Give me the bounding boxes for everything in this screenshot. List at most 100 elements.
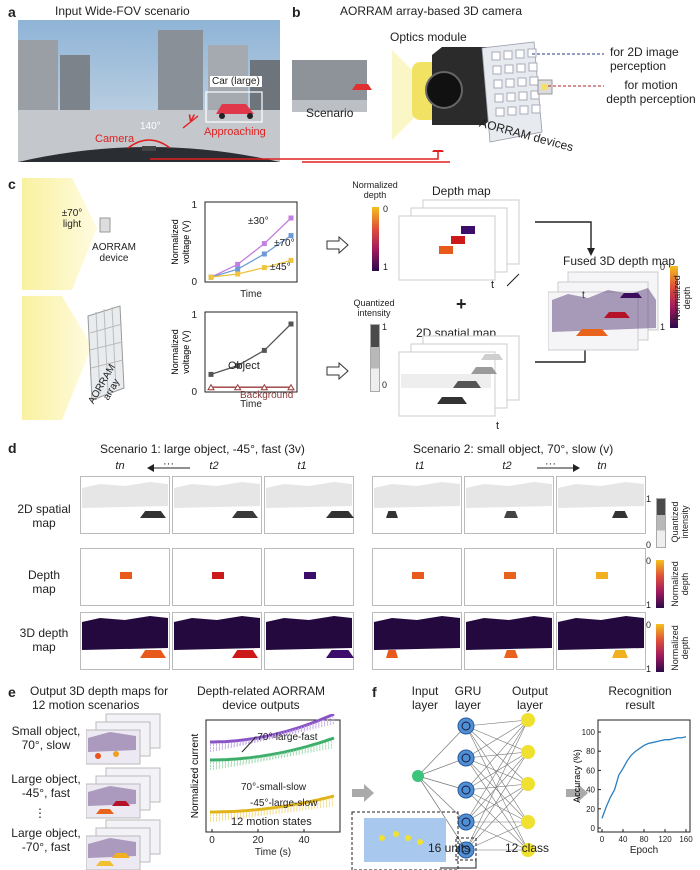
- panel-b-title: AORRAM array-based 3D camera: [340, 4, 523, 18]
- d-depth-cb1-1: 1: [646, 600, 652, 610]
- d-car: [386, 511, 398, 518]
- spatial-map-stack: [398, 335, 520, 417]
- f-x-tick-label: 120: [658, 835, 672, 844]
- ann-12-motion-states: 12 motion states: [231, 816, 312, 828]
- d-buildings: [466, 482, 552, 508]
- f-x-axis-label: Epoch: [630, 845, 658, 856]
- gray-arrow-f-result: [566, 784, 588, 802]
- point-0-2: [261, 241, 267, 247]
- point-1-1: [235, 266, 241, 272]
- d-depth-cb1-0: 0: [646, 556, 652, 566]
- d-panel-0-3: [372, 476, 462, 534]
- c-quant-colorbar: [370, 324, 380, 392]
- chart-c1-label-30: ±30°: [248, 216, 269, 227]
- d-panel-0-0: [80, 476, 170, 534]
- fused-map-stack: [548, 271, 659, 351]
- scenario2-title: Scenario 2: small object, 70°, slow (v): [413, 442, 614, 456]
- d-panel-2-0: [80, 612, 170, 670]
- f-y-tick-label: 40: [586, 786, 595, 795]
- d-panel-1-2: [264, 548, 354, 606]
- x-axis-label: Time: [240, 289, 262, 300]
- d-buildings: [266, 482, 352, 508]
- point-0-1: [235, 261, 241, 267]
- fused-map-title: Fused 3D depth map: [563, 254, 676, 268]
- hollow-arrow-top: [326, 236, 349, 254]
- point-1-3: [287, 383, 295, 391]
- hollow-arrow-bottom: [326, 362, 349, 380]
- d-car: [612, 511, 628, 518]
- series-line-0: [210, 323, 292, 376]
- d-panel-frame: [264, 548, 354, 606]
- scenario-large-70-fast: Large object,-70°, fast: [11, 826, 81, 854]
- e-curve-2-0: [210, 794, 335, 814]
- f-y-tick-label: 60: [586, 766, 595, 775]
- s2-col-t2: t2: [502, 460, 512, 472]
- series-line-2: [210, 259, 292, 278]
- d-depth-block: [412, 572, 424, 579]
- f-y-tick-label: 100: [582, 728, 596, 737]
- panel-e-letter: e: [8, 684, 16, 700]
- d-depth-colorbar-2: [656, 624, 664, 672]
- d-car: [504, 511, 518, 518]
- d-panel-0-5: [556, 476, 646, 534]
- y-tick-label-1: 1: [191, 200, 197, 211]
- chart-c2-object-label: Object: [228, 360, 260, 372]
- d-panel-1-5: [556, 548, 646, 606]
- d-panel-0-4: [464, 476, 554, 534]
- e-x-axis-label: Time (s): [255, 847, 291, 858]
- fused-cb-1: 1: [660, 322, 666, 332]
- d-3d-buildings: [558, 616, 644, 650]
- d-panel-1-1: [172, 548, 262, 606]
- panel-a-letter: a: [8, 4, 16, 20]
- point-2-1: [235, 271, 241, 277]
- depth-map-stack: [398, 199, 520, 281]
- y-tick-label-0: 0: [191, 387, 197, 398]
- e-curve-1-0: [210, 736, 335, 762]
- camera-label: Camera: [95, 133, 135, 145]
- d-panel-1-0: [80, 548, 170, 606]
- series-line-0: [210, 217, 292, 278]
- scenario-vdots: ⋮: [34, 806, 46, 820]
- e-curve-0-3: [209, 721, 335, 753]
- f-y-tick-label: 0: [591, 824, 596, 833]
- plot-frame: [204, 201, 298, 283]
- d-quant-cb-0: 0: [646, 540, 652, 550]
- panel-c-letter: c: [8, 176, 16, 192]
- s2-arrow: [537, 464, 580, 472]
- d-car: [232, 511, 258, 518]
- point-2-0: [208, 274, 214, 280]
- d-car: [140, 511, 166, 518]
- c-depth-cb-0: 0: [383, 204, 389, 214]
- d-panel-2-3: [372, 612, 462, 670]
- point-2-2: [261, 265, 267, 271]
- point-1-3: [288, 233, 294, 239]
- point-1-2: [261, 251, 267, 257]
- d-3d-buildings: [266, 616, 352, 650]
- d-panel-2-1: [172, 612, 262, 670]
- s1-arrow: [147, 464, 190, 472]
- f-y-axis-label: Accuracy (%): [572, 749, 582, 803]
- d-car: [326, 511, 354, 518]
- light-cones: [22, 178, 125, 420]
- gru-network: [351, 713, 535, 870]
- e-x-tick-label: 40: [298, 835, 310, 846]
- series-line-1: [210, 235, 292, 278]
- optics-module-label: Optics module: [390, 30, 467, 44]
- d-3d-car: [326, 650, 354, 658]
- d-depth-cb2-0: 0: [646, 620, 652, 630]
- f-y-tick-label: 80: [586, 747, 595, 756]
- d-depth-colorbar-1: [656, 560, 664, 608]
- f-accuracy-line: [601, 736, 687, 819]
